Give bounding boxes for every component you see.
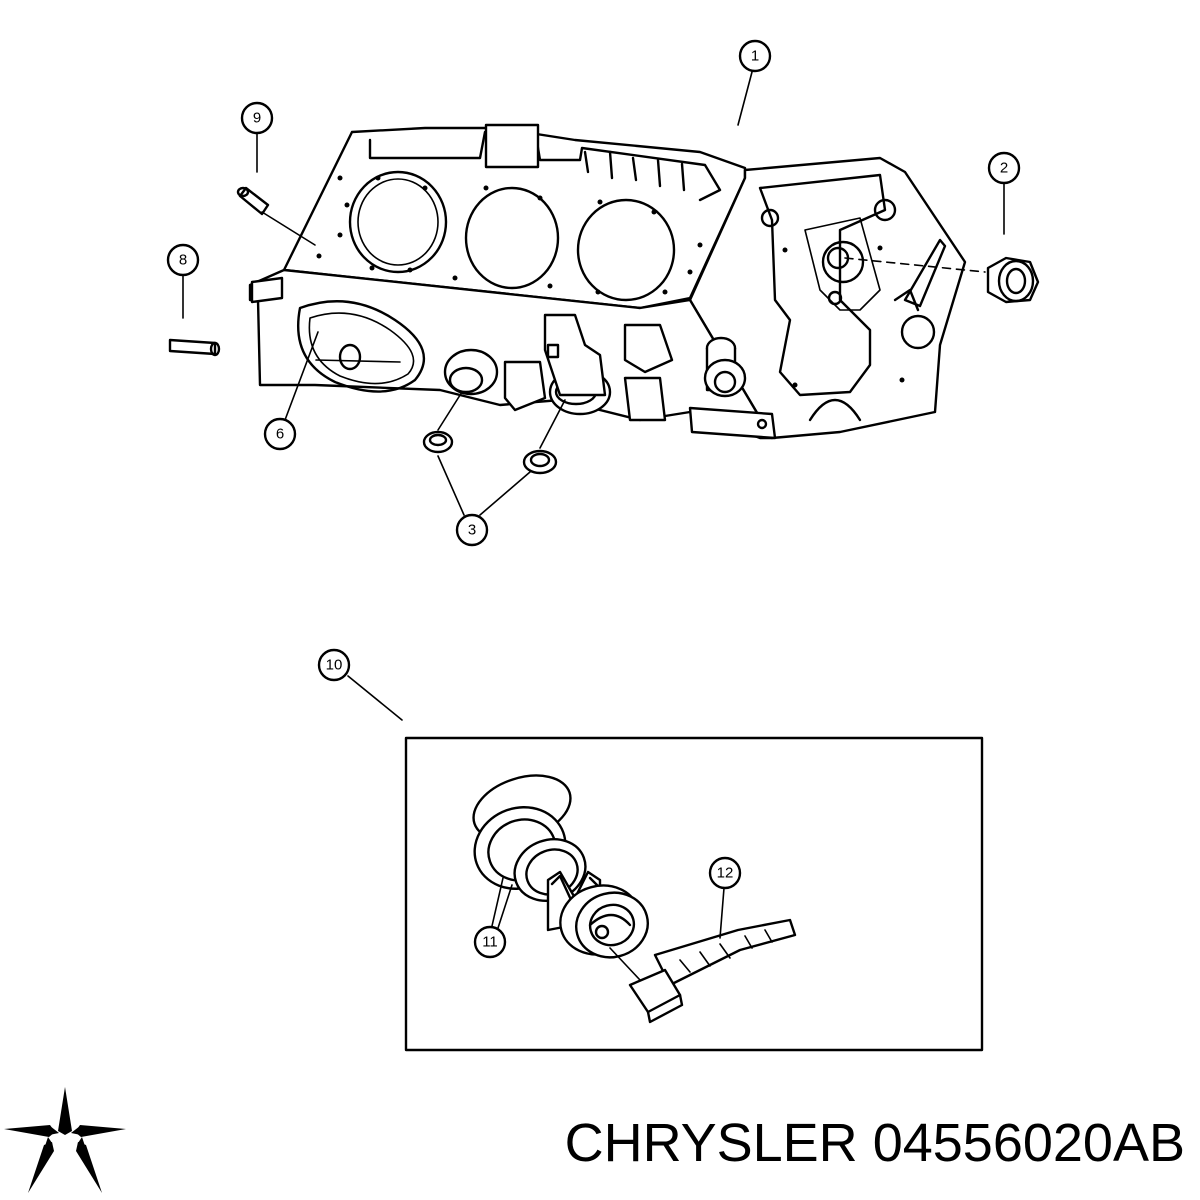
callout-11: 11 [473,877,513,959]
callout-3: 3 [437,455,531,547]
brand-name: CHRYSLER [564,1113,858,1173]
callout-11-label: 11 [482,934,498,951]
pentastar-icon [4,1087,126,1193]
callout-10: 10 [317,648,403,721]
part-8-pin [168,338,221,357]
callout-2-label: 2 [1000,160,1008,177]
callout-6: 6 [263,331,319,451]
callout-9-label: 9 [253,110,261,127]
part-number: 04556020AB [872,1113,1185,1173]
callout-1-label: 1 [751,48,759,65]
callout-9: 9 [240,101,274,173]
callout-6-label: 6 [276,426,284,443]
callout-8-label: 8 [179,252,187,269]
callout-3-label: 3 [468,522,476,539]
part-caption: CHRYSLER 04556020AB [440,1108,1185,1178]
callout-12: 12 [708,856,742,939]
engine-block [248,123,967,440]
callout-8: 8 [166,243,200,319]
kit-box [404,736,984,1052]
callout-12-label: 12 [717,865,734,882]
part-9-dowel [236,186,316,246]
callout-2: 2 [987,151,1021,235]
callout-1: 1 [737,39,772,126]
callout-10-label: 10 [326,657,343,674]
part-2-ring [844,256,1040,304]
part-3-plugs [422,391,566,475]
